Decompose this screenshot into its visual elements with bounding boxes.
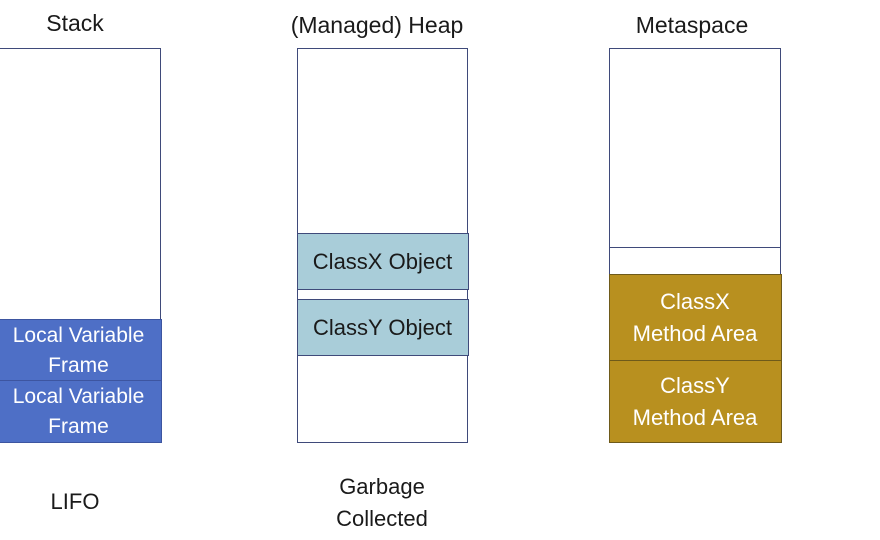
stack-column: Local Variable Frame Local Variable Fram… (0, 48, 162, 443)
heap-caption: Garbage Collected (336, 474, 428, 531)
heap-column: ClassX Object ClassY Object (296, 48, 469, 443)
classy-method-area: ClassY Method Area (608, 360, 782, 443)
classx-method-area: ClassX Method Area (608, 274, 782, 362)
classy-object-block: ClassY Object (296, 299, 469, 356)
metaspace-title: Metaspace (635, 12, 749, 38)
stack-title: Stack (46, 10, 104, 36)
classx-object-block: ClassX Object (296, 233, 469, 290)
heap-title: (Managed) Heap (290, 12, 464, 38)
stack-frame-top: Local Variable Frame (0, 319, 162, 382)
stack-frame-bottom: Local Variable Frame (0, 380, 162, 443)
stack-caption: LIFO (50, 489, 100, 514)
metaspace-divider (610, 247, 780, 248)
metaspace-column: ClassX Method Area ClassY Method Area (608, 48, 782, 443)
